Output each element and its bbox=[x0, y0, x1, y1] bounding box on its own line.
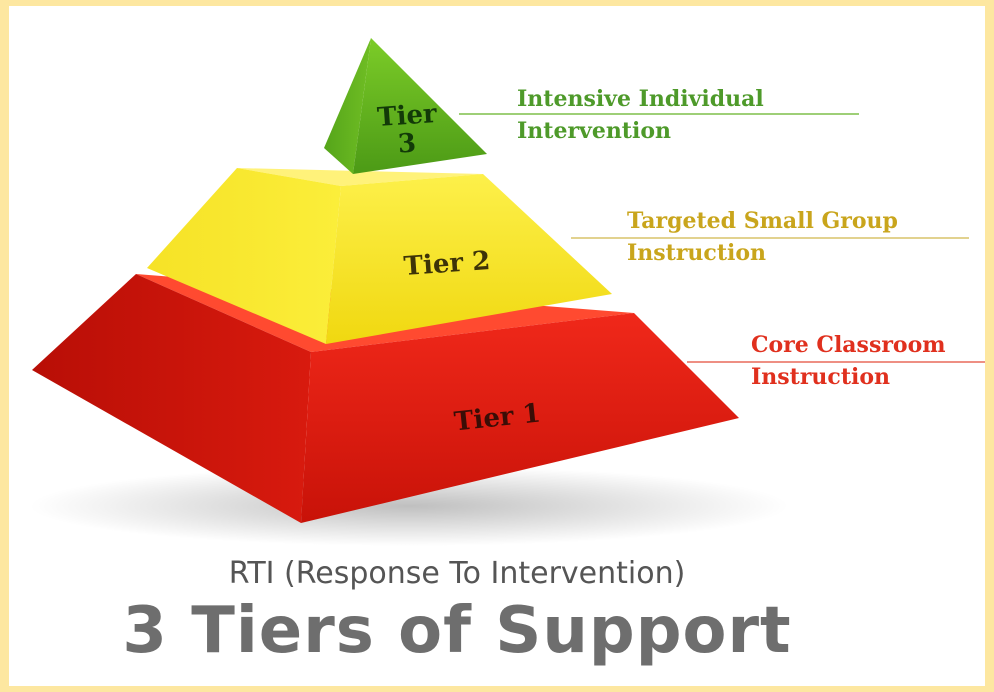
diagram-subtitle: RTI (Response To Intervention) bbox=[228, 556, 686, 591]
pyramid-diagram: Tier 1 Tier 2 Tier 3 Intensive Individua… bbox=[29, 38, 985, 546]
tier-3-front-face bbox=[353, 38, 487, 174]
diagram-frame: Tier 1 Tier 2 Tier 3 Intensive Individua… bbox=[9, 6, 985, 686]
tier-3-left-face bbox=[324, 38, 371, 174]
diagram-title: 3 Tiers of Support bbox=[122, 594, 792, 668]
tier-2-block bbox=[147, 168, 612, 344]
tier-2-label: Tier 2 bbox=[403, 246, 491, 282]
tier-3-label-line1: Tier bbox=[376, 99, 438, 133]
tier-2-left-face bbox=[147, 168, 341, 344]
tier-1-front-face bbox=[301, 313, 739, 523]
tier-1-left-face bbox=[32, 274, 311, 523]
tier-1-callout-line1: Core Classroom bbox=[751, 332, 946, 358]
pyramid-shadow bbox=[29, 466, 789, 546]
tier-3-callout-line1: Intensive Individual bbox=[517, 86, 764, 112]
tier-2-callout-line1: Targeted Small Group bbox=[627, 208, 898, 234]
tier-3-label-line2: 3 bbox=[397, 128, 417, 159]
tier-2-front-face bbox=[326, 174, 612, 344]
tier-2-callout-line2: Instruction bbox=[627, 240, 766, 266]
tier-1-callout-line2: Instruction bbox=[751, 364, 890, 390]
tier-2-top-face bbox=[237, 168, 483, 186]
tier-3-callout-line2: Intervention bbox=[517, 118, 671, 144]
tier-3-block bbox=[324, 38, 487, 174]
